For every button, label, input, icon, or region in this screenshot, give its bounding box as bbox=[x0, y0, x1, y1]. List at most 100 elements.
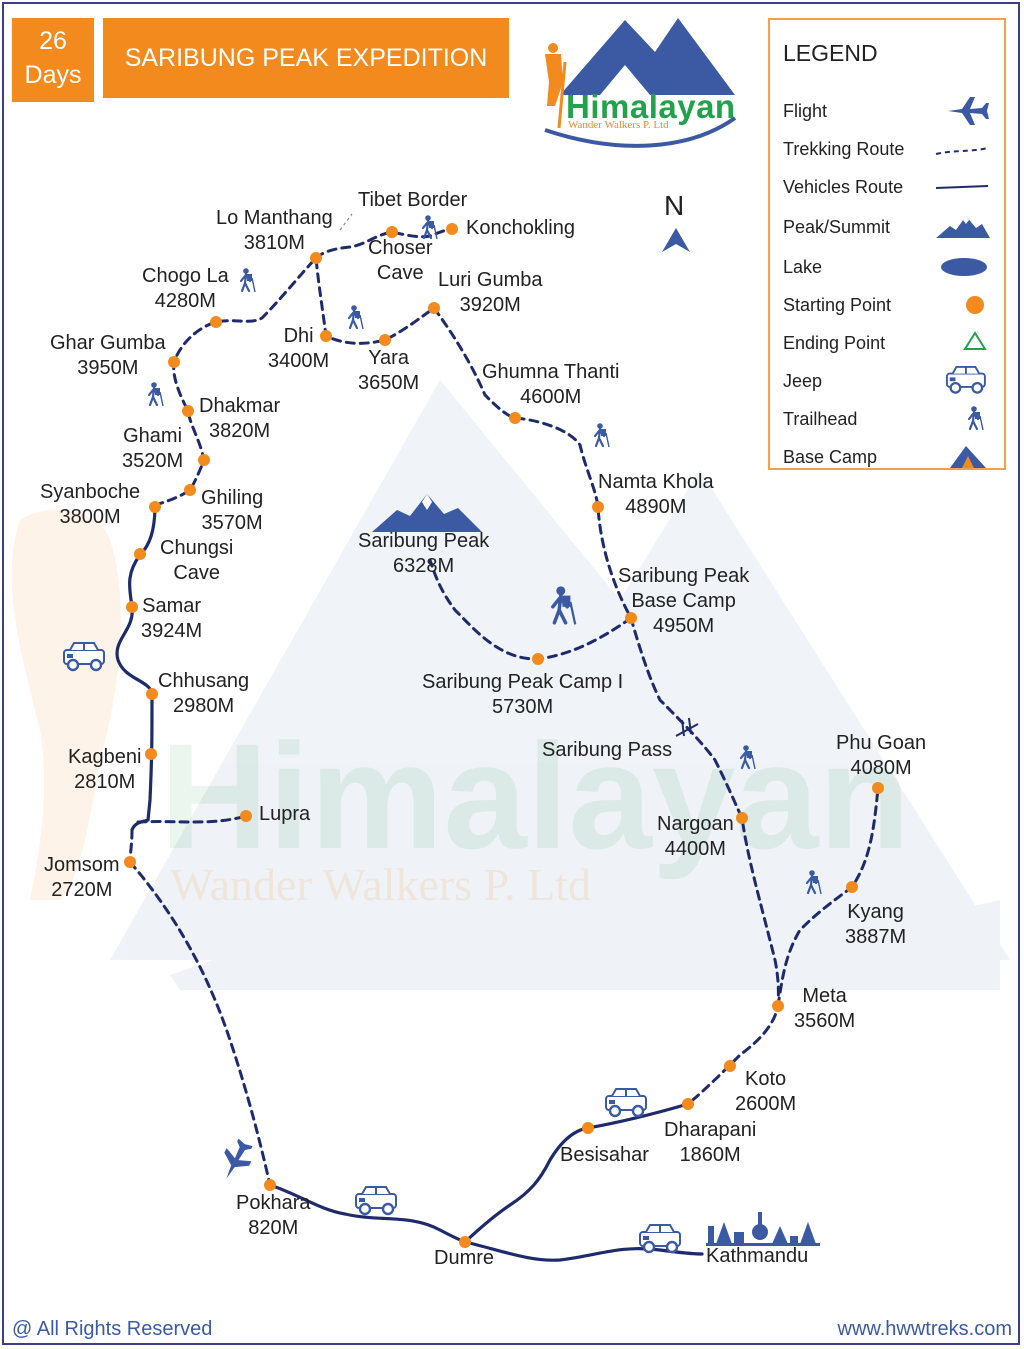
label-besisahar: Besisahar bbox=[560, 1144, 649, 1166]
pass-icon bbox=[675, 717, 699, 737]
legend-item-label: Flight bbox=[783, 101, 828, 121]
days-unit: Days bbox=[24, 61, 82, 89]
label-tibet-border: Tibet Border bbox=[358, 189, 468, 211]
legend-box: LEGEND Flight Trekking Route Vehicles Ro… bbox=[768, 18, 1006, 470]
label-konchokling: Konchokling bbox=[466, 217, 575, 239]
legend-item-trailhead: Trailhead bbox=[770, 404, 1004, 434]
trailhead-icon bbox=[147, 381, 165, 408]
logo-mountain-icon bbox=[544, 18, 737, 148]
waypoint-kyang bbox=[846, 881, 858, 893]
trailhead-icon bbox=[239, 267, 257, 294]
waypoint-konchokling bbox=[446, 223, 458, 235]
background-mountains bbox=[110, 380, 1010, 990]
jeep-icon bbox=[354, 1185, 398, 1216]
orange-dot-icon bbox=[966, 296, 984, 314]
legend-title: LEGEND bbox=[783, 40, 878, 66]
hiker-icon bbox=[967, 405, 985, 432]
mountain-icon bbox=[936, 216, 990, 238]
north-arrow-icon bbox=[662, 228, 690, 252]
legend-item-label: Starting Point bbox=[783, 295, 892, 315]
waypoint-saribung-camp1 bbox=[532, 653, 544, 665]
waypoint-ghiling bbox=[184, 484, 196, 496]
legend-item-label: Trekking Route bbox=[783, 139, 905, 159]
waypoint-dharapani bbox=[682, 1098, 694, 1110]
legend-item-peak: Peak/Summit bbox=[770, 212, 1004, 242]
legend-item-trekking: Trekking Route bbox=[770, 134, 1004, 164]
waypoint-ghumna-thanti bbox=[509, 412, 521, 424]
legend-item-label: Vehicles Route bbox=[783, 177, 904, 197]
waypoint-dhi bbox=[320, 330, 332, 342]
lake-icon bbox=[941, 258, 987, 276]
label-kathmandu: Kathmandu bbox=[706, 1245, 809, 1267]
waypoint-dhakmar bbox=[182, 405, 194, 417]
legend-item-label: Ending Point bbox=[783, 333, 886, 353]
legend-item-jeep: Jeep bbox=[770, 366, 1004, 396]
legend-item-starting: Starting Point bbox=[770, 290, 1004, 320]
legend-item-basecamp: Base Camp bbox=[770, 442, 1004, 472]
trailhead-icon bbox=[593, 422, 611, 449]
legend-item-label: Trailhead bbox=[783, 409, 858, 429]
legend-item-label: Peak/Summit bbox=[783, 217, 891, 237]
watermark-text: Himalayan bbox=[160, 712, 910, 880]
waypoint-chosar-cave bbox=[386, 226, 398, 238]
waypoint-dumre bbox=[459, 1236, 471, 1248]
waypoints bbox=[124, 223, 884, 1248]
days-badge: 26 Days bbox=[12, 18, 94, 102]
expedition-title: SARIBUNG PEAK EXPEDITION bbox=[103, 18, 509, 98]
legend-item-ending: Ending Point bbox=[770, 328, 1004, 358]
waypoint-namta-khola bbox=[592, 501, 604, 513]
plane-icon bbox=[948, 97, 989, 125]
legend-item-flight: Flight bbox=[770, 96, 1004, 126]
legend-item-label: Jeep bbox=[783, 371, 823, 391]
waypoint-yara bbox=[379, 334, 391, 346]
watermark-subtext: Wander Walkers P. Ltd bbox=[170, 859, 591, 910]
waypoint-phu-goan bbox=[872, 782, 884, 794]
jeep-icon bbox=[638, 1223, 682, 1254]
waypoint-pokhara bbox=[264, 1179, 276, 1191]
jeep-icon bbox=[945, 366, 987, 394]
waypoint-jomsom bbox=[124, 856, 136, 868]
brand-sub: Wander Walkers P. Ltd bbox=[568, 119, 669, 131]
tibet-border-pointer bbox=[339, 213, 353, 231]
kathmandu-skyline-icon bbox=[706, 1212, 820, 1246]
label-saribung-pass: Saribung Pass bbox=[542, 739, 673, 761]
triangle-icon bbox=[963, 331, 987, 350]
website-url: www.hwwtreks.com bbox=[837, 1318, 1012, 1340]
jeep-icon bbox=[604, 1087, 648, 1118]
waypoint-lupra bbox=[240, 810, 252, 822]
waypoint-saribung-base-camp bbox=[625, 612, 637, 624]
dashed-line-icon bbox=[935, 147, 989, 155]
waypoint-besisahar bbox=[582, 1122, 594, 1134]
legend-item-vehicles: Vehicles Route bbox=[770, 172, 1004, 202]
rights-text: @ All Rights Reserved bbox=[12, 1318, 213, 1340]
background-hiker-silhouette bbox=[11, 509, 121, 900]
trailhead-icon bbox=[347, 304, 365, 331]
waypoint-luri-gumba bbox=[428, 302, 440, 314]
flight-icon bbox=[214, 1135, 258, 1186]
